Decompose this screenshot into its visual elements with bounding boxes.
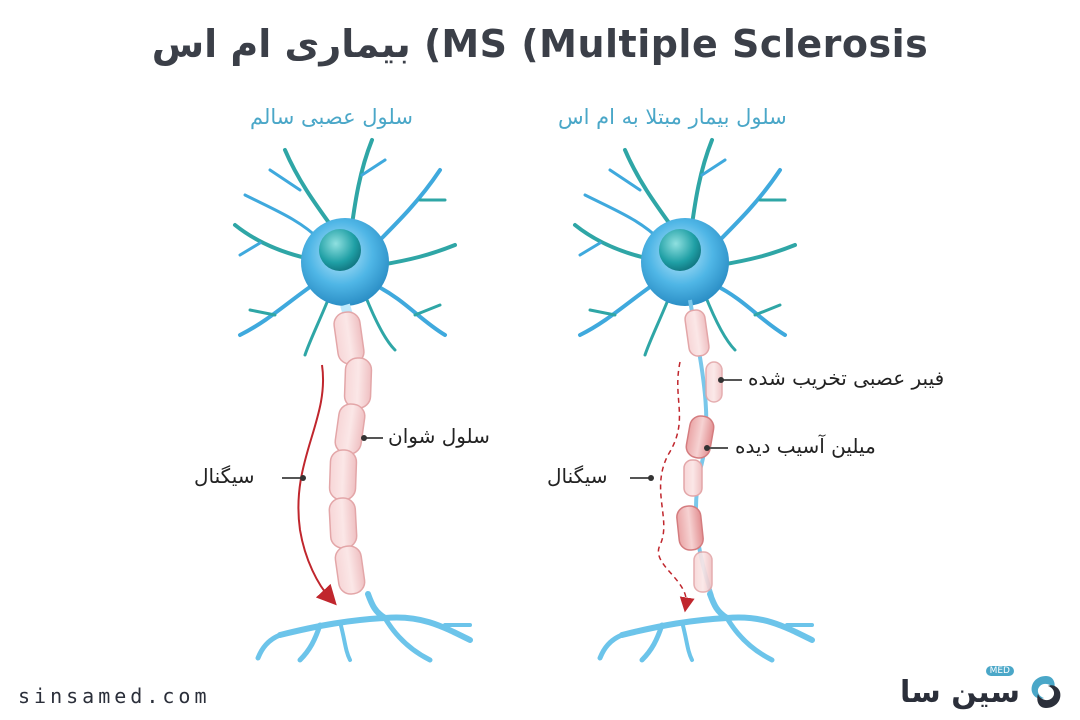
ms-signal-arrow: [657, 361, 695, 613]
website-watermark: sinsamed.com: [18, 684, 211, 708]
healthy-signal-label: سیگنال: [194, 464, 255, 488]
healthy-myelin-sheath: [328, 311, 373, 595]
brand-mark-icon: [1031, 676, 1061, 708]
schwann-cell-label: سلول شوان: [388, 424, 490, 448]
healthy-neuron-heading: سلول عصبی سالم: [250, 105, 413, 129]
brand-name: سین سا: [900, 674, 1020, 710]
healthy-neuron: [233, 138, 473, 663]
ms-neuron: [573, 138, 815, 663]
brand-logo: سین سا MED: [900, 666, 1066, 712]
ms-signal-label: سیگنال: [547, 464, 608, 488]
ms-nucleus: [659, 229, 701, 271]
damaged-fiber-label: فیبر عصبی تخریب شده: [748, 366, 945, 390]
brand-tag: MED: [985, 666, 1014, 676]
ms-damaged-myelin: [676, 309, 723, 593]
healthy-signal-arrow: [297, 364, 337, 606]
ms-axon-terminals: [597, 591, 815, 663]
ms-neuron-heading: سلول بیمار مبتلا به ام اس: [558, 105, 787, 129]
healthy-axon-terminals: [255, 591, 473, 663]
healthy-nucleus: [319, 229, 361, 271]
damaged-myelin-label: میلین آسیب دیده: [735, 434, 876, 458]
page-title: بیماری ام اس (MS (Multiple Sclerosis: [151, 22, 929, 66]
